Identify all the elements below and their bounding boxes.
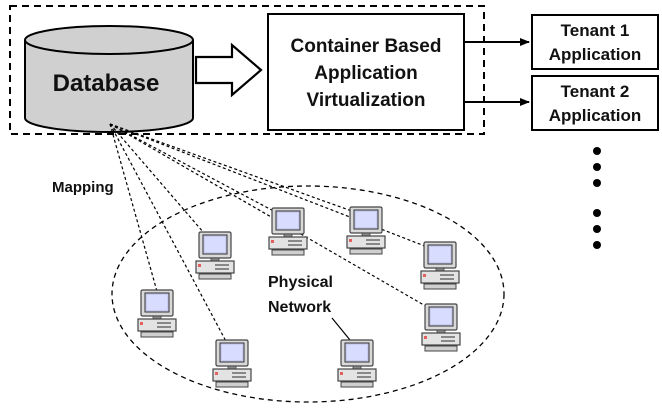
continuation-dots [593,147,601,249]
computer-icon [337,339,377,388]
tenant-1-line-2: Application [549,45,642,64]
tenant-2-box: Tenant 2 Application [531,75,659,131]
system-boundary [9,5,485,135]
container-label-line-1: Container Based [291,36,442,57]
computer-icon [421,303,461,352]
physical-network-boundary [111,185,505,403]
database-cylinder: Database [24,25,194,133]
tenant-1-line-1: Tenant 1 [561,21,630,40]
mapping-label: Mapping [52,179,114,196]
computer-icon [346,206,386,255]
computer-icon [212,339,252,388]
container-label-line-2: Application [314,63,417,84]
network-label-pointer [331,317,351,341]
tenant-2-line-2: Application [549,106,642,125]
tenant-1-box: Tenant 1 Application [531,14,659,70]
container-virtualization-box: Container Based Application Virtualizati… [267,13,465,131]
network-label-line-2: Network [268,299,331,316]
computer-icon [420,241,460,290]
tenant-2-line-1: Tenant 2 [561,82,630,101]
computer-icon [195,231,235,280]
computer-icon [137,289,177,338]
network-label-line-1: Physical [268,274,333,291]
computer-icon [268,207,308,256]
container-label-line-3: Virtualization [307,90,426,111]
database-label: Database [53,70,160,97]
block-arrow [194,42,263,98]
